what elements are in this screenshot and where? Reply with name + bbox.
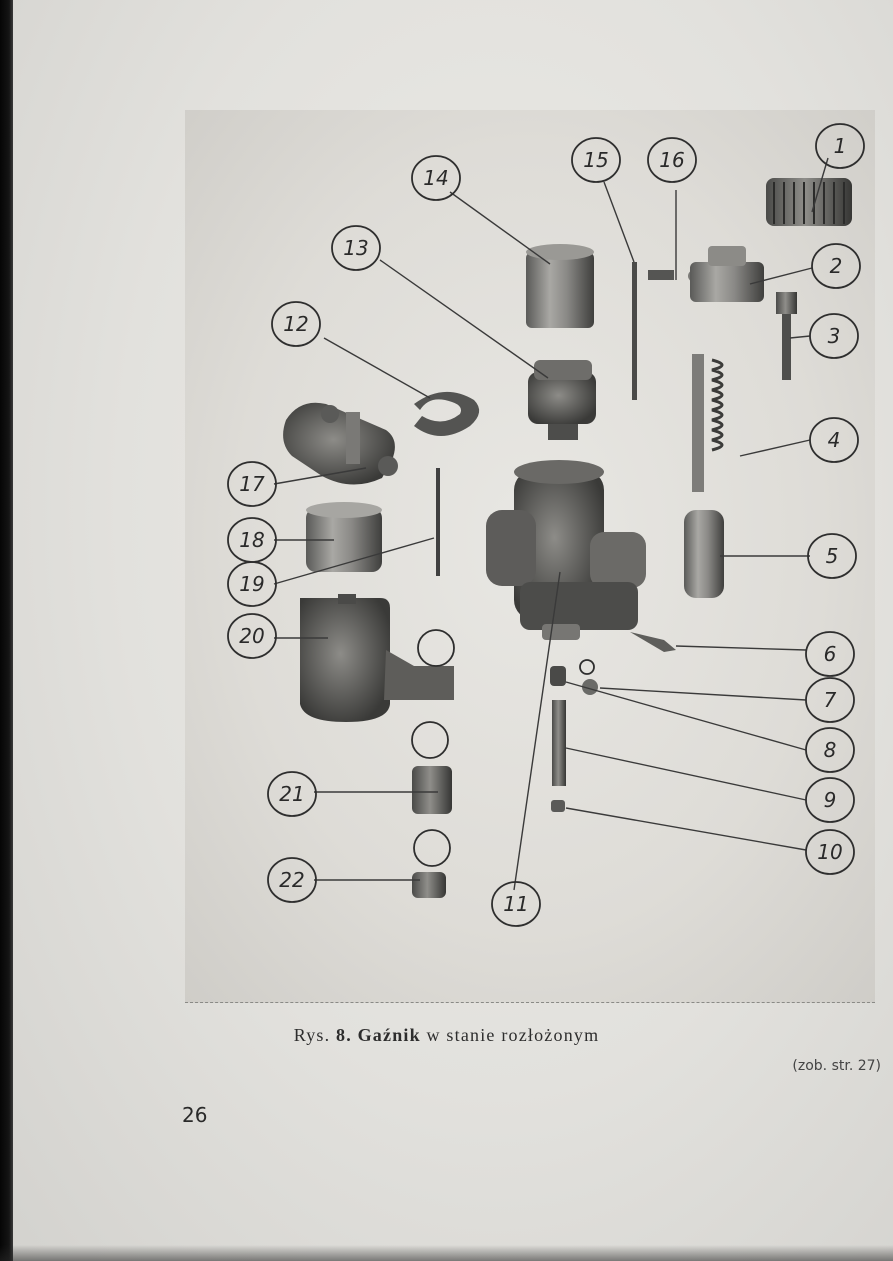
caption-number: 8. <box>336 1025 352 1045</box>
part-13-mixing-chamber-top <box>528 360 596 440</box>
callout-17: 17 <box>239 472 265 496</box>
callout-10: 10 <box>817 840 842 864</box>
part-16-bracket <box>648 270 674 280</box>
part-15-rod <box>632 262 637 400</box>
callout-circles <box>227 123 865 927</box>
part-22-plug <box>412 872 446 898</box>
part-3-adjusting-screw <box>776 292 797 380</box>
part-14-cylinder <box>526 244 594 328</box>
callout-12: 12 <box>283 312 308 336</box>
callout-2: 2 <box>830 254 843 278</box>
page-reference: (zob. str. 27) <box>792 1058 881 1074</box>
callout-6: 6 <box>824 642 837 666</box>
callout-15: 15 <box>583 148 608 172</box>
callout-11: 11 <box>503 892 528 916</box>
part-20-washers <box>411 629 455 867</box>
leader-lines <box>273 157 829 891</box>
callout-3: 3 <box>828 324 841 348</box>
part-7-small-parts <box>579 659 598 695</box>
callout-22: 22 <box>279 868 304 892</box>
callout-9: 9 <box>824 788 837 812</box>
callout-8: 8 <box>824 738 837 762</box>
part-11-carburetor-body <box>486 460 646 640</box>
part-20-float-chamber <box>300 594 454 722</box>
callout-1: 1 <box>834 134 847 158</box>
figure-caption: Rys. 8. Gaźnik w stanie rozłożonym <box>0 1025 893 1046</box>
part-18-float <box>306 502 382 572</box>
part-6-small-needle <box>630 632 676 652</box>
caption-prefix: Rys. <box>293 1025 331 1045</box>
callout-7: 7 <box>824 688 837 712</box>
callout-19: 19 <box>239 572 264 596</box>
part-17-float-chamber-cover <box>283 402 398 485</box>
callout-18: 18 <box>239 528 264 552</box>
callout-13: 13 <box>343 236 368 260</box>
part-10-small-jet <box>551 800 565 812</box>
part-9-jet-holder <box>552 700 566 786</box>
callout-14: 14 <box>423 166 448 190</box>
callout-numbers: 1 2 3 4 5 6 7 8 9 10 11 12 13 14 15 16 1… <box>239 134 846 916</box>
page-number: 26 <box>182 1103 208 1127</box>
part-8-nozzle-nut <box>550 666 566 686</box>
caption-bold-word: Gaźnik <box>357 1025 421 1045</box>
caption-rest: w stanie rozłożonym <box>426 1025 600 1045</box>
scan-bottom-shadow <box>0 1245 893 1261</box>
callout-21: 21 <box>279 782 304 806</box>
part-19-float-needle <box>436 468 440 576</box>
scan-edge <box>0 0 13 1261</box>
callout-5: 5 <box>826 544 839 568</box>
part-12-gasket <box>414 391 480 436</box>
callout-4: 4 <box>828 428 841 452</box>
part-1-knurled-nut <box>766 178 852 226</box>
part-2-cap <box>688 246 764 302</box>
part-5-throttle-slide <box>684 510 724 598</box>
callout-16: 16 <box>659 148 684 172</box>
part-4-needle-and-spring <box>692 354 724 492</box>
callout-20: 20 <box>239 624 264 648</box>
part-21-banjo-bolt <box>412 766 452 814</box>
